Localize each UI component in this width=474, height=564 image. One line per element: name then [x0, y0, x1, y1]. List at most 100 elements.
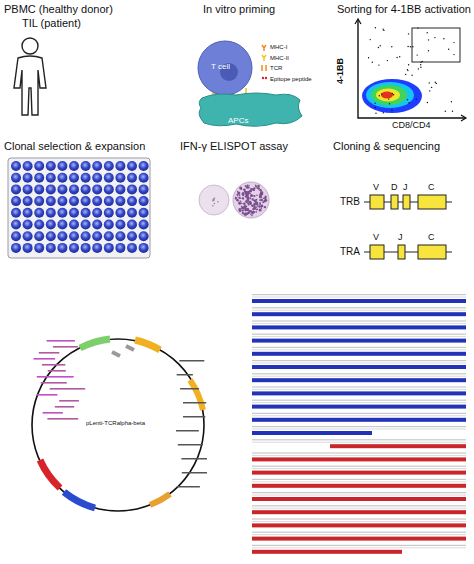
plate-well — [34, 184, 44, 194]
plate-well — [46, 231, 56, 241]
legend-label: MHC-II — [270, 55, 289, 62]
plate-well — [139, 161, 149, 171]
plate-well — [92, 184, 102, 194]
event-dot — [410, 46, 411, 47]
event-dot — [396, 57, 397, 58]
elispot-spot — [235, 197, 237, 199]
event-dot — [436, 83, 437, 84]
plate-well — [81, 243, 91, 253]
plate-well — [46, 196, 56, 206]
plate-well — [127, 161, 137, 171]
plasmid-map — [32, 339, 207, 511]
sequence-text-line — [252, 310, 466, 311]
event-dot — [420, 67, 421, 68]
event-dot — [375, 113, 376, 114]
panel-heading: Clonal selection & expansion — [4, 140, 145, 152]
elispot-spot — [250, 198, 251, 199]
event-dot — [453, 54, 454, 55]
plate-well — [11, 173, 21, 183]
plate-well — [11, 231, 21, 241]
event-dot — [378, 47, 379, 48]
elispot-spot — [260, 192, 261, 193]
plate-well — [23, 161, 33, 171]
sequence-text-line — [252, 334, 466, 335]
sequence-text-line — [252, 429, 466, 430]
sequence-text-line — [252, 360, 466, 361]
elispot-spot — [251, 199, 252, 200]
plate-well — [69, 196, 79, 206]
elispot-spot — [250, 193, 251, 194]
elispot-spot — [253, 206, 256, 209]
feature-annotation — [181, 458, 207, 460]
plate-well — [92, 196, 102, 206]
event-dot — [407, 99, 408, 100]
elispot-spot — [253, 199, 255, 201]
elispot-spot — [250, 197, 251, 198]
plate-well — [34, 196, 44, 206]
elispot-spot — [256, 209, 258, 211]
elispot-spot — [250, 210, 252, 212]
elispot-spot — [256, 208, 258, 210]
elispot-spot — [241, 206, 243, 208]
plate-well — [23, 231, 33, 241]
plate-well — [92, 208, 102, 218]
segment-letter: D — [391, 183, 398, 193]
feature-annotation — [42, 364, 65, 366]
panel-heading: IFN-γ ELISPOT assay — [180, 140, 288, 152]
elispot-spot — [260, 196, 262, 198]
event-dot — [407, 69, 408, 70]
sequence-text-line — [252, 547, 466, 548]
plate-well — [115, 196, 125, 206]
elispot-spot — [257, 206, 258, 207]
elispot-spot — [261, 191, 263, 193]
elispot-spot — [217, 201, 219, 203]
elispot-spot — [255, 199, 257, 201]
elispot-spot — [238, 202, 241, 205]
elispot-spot — [242, 197, 244, 199]
sequence-text-line — [252, 505, 466, 506]
elispot-spot — [257, 185, 260, 188]
elispot-spot — [263, 198, 265, 200]
elispot-spot — [212, 205, 214, 207]
plate-well — [23, 173, 33, 183]
plate-well — [92, 220, 102, 230]
elispot-spot — [246, 208, 249, 211]
event-dot — [381, 93, 382, 94]
plate-well — [115, 243, 125, 253]
plate-well — [69, 208, 79, 218]
sequence-text-line — [252, 294, 466, 295]
event-dot — [374, 103, 375, 104]
elispot-spot — [250, 197, 252, 199]
plate-well — [92, 243, 102, 253]
feature-annotation — [37, 376, 74, 378]
sequence-text-line — [252, 545, 466, 546]
plate-well — [11, 184, 21, 194]
flow-cytometry-plot — [355, 19, 466, 121]
elispot-spot — [214, 203, 216, 205]
plate-well — [69, 231, 79, 241]
sequence-text-line — [252, 373, 466, 374]
event-dot — [391, 110, 392, 111]
elispot-spot — [256, 194, 258, 196]
panel-heading: PBMC (healthy donor) — [4, 3, 113, 15]
elispot-spot — [239, 194, 240, 195]
plate-well — [104, 161, 114, 171]
elispot-spot — [239, 187, 242, 190]
feature-annotation — [47, 340, 75, 342]
event-dot — [380, 45, 381, 46]
plate-well — [139, 231, 149, 241]
alignment-bar — [252, 497, 466, 501]
segment-letter: C — [428, 233, 435, 243]
elispot-spot — [264, 199, 267, 202]
plate-well — [11, 196, 21, 206]
elispot-spot — [241, 210, 243, 212]
plate-well — [104, 231, 114, 241]
alignment-bar — [252, 523, 466, 527]
event-dot — [372, 62, 373, 63]
elispot-spot — [247, 197, 250, 200]
plate-well — [139, 243, 149, 253]
plate-well — [104, 196, 114, 206]
event-dot — [370, 39, 371, 40]
elispot-spot — [244, 205, 247, 208]
elispot-spot — [259, 208, 262, 211]
